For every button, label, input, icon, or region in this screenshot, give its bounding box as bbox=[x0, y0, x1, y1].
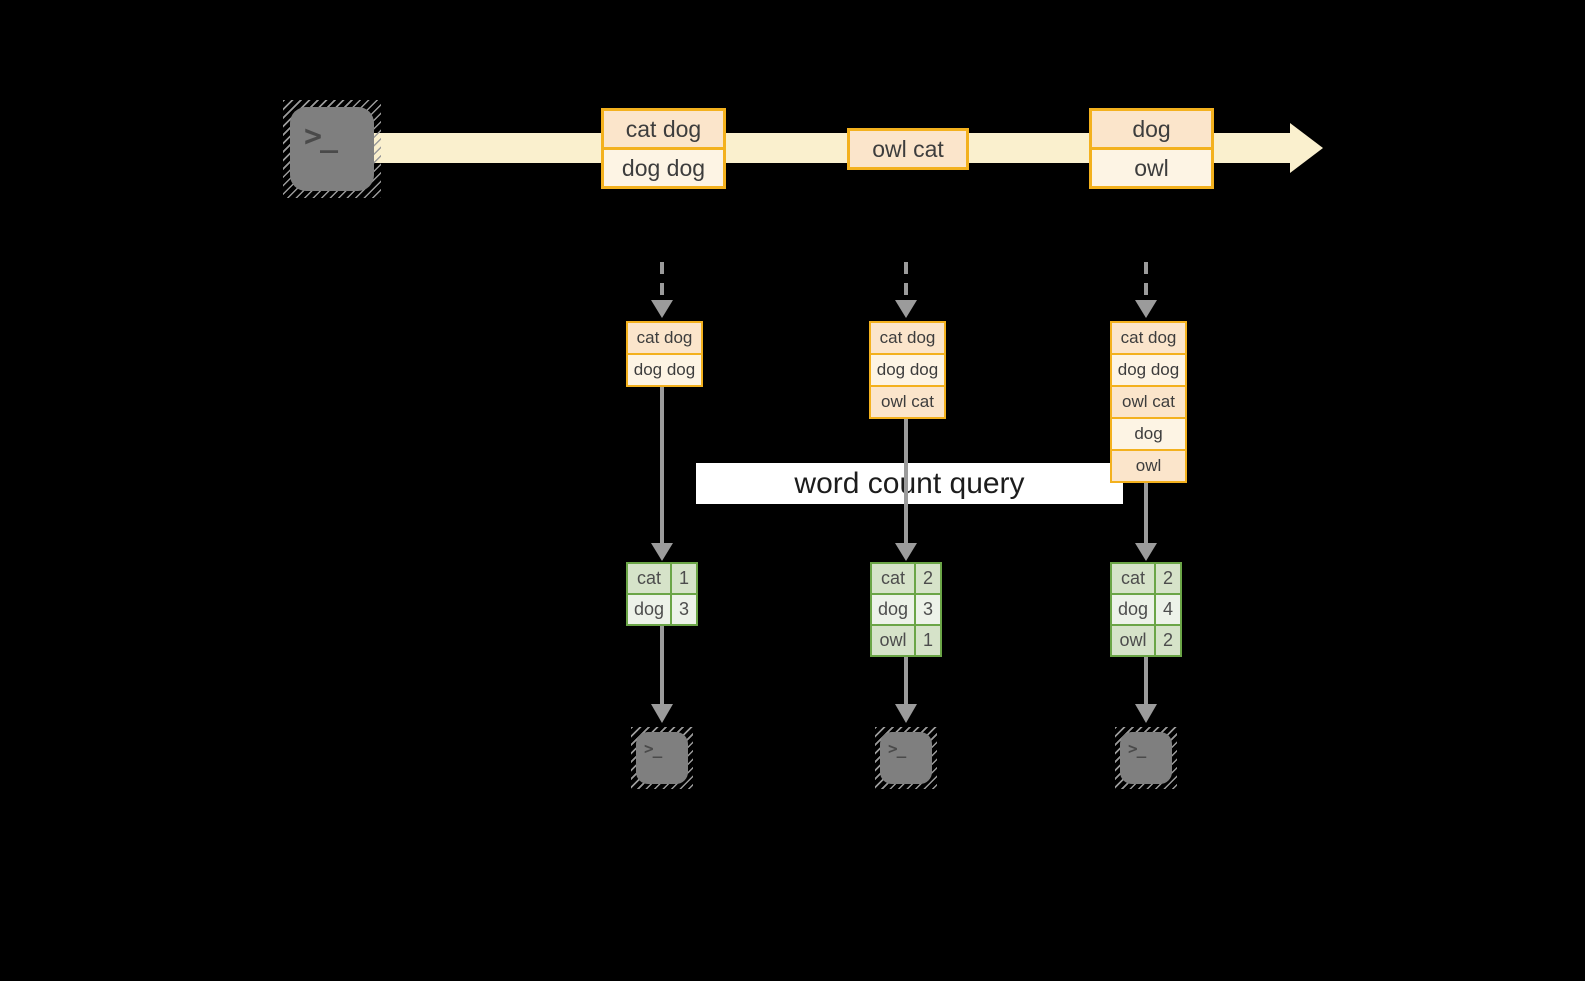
terminal-prompt-glyph: >_ bbox=[888, 739, 906, 758]
dashed-arrow-head-2 bbox=[895, 300, 917, 318]
terminal-icon: >_ bbox=[1120, 732, 1172, 784]
terminal-icon: >_ bbox=[290, 107, 374, 191]
count-word-cell: owl bbox=[872, 626, 914, 655]
sink-terminal-icon-1: >_ bbox=[631, 727, 693, 789]
count-word-cell: dog bbox=[1112, 595, 1154, 624]
event-buffer-stack-2: cat dog dog dog owl cat bbox=[869, 321, 946, 419]
source-terminal-icon: >_ bbox=[283, 100, 381, 198]
count-row: dog 3 bbox=[872, 593, 940, 624]
stream-event-row: dog dog bbox=[604, 147, 723, 186]
buffer-row: owl bbox=[1112, 449, 1185, 481]
count-row: cat 1 bbox=[628, 564, 696, 593]
terminal-prompt-glyph: >_ bbox=[1128, 739, 1146, 758]
count-value-cell: 1 bbox=[914, 626, 940, 655]
event-buffer-stack-3: cat dog dog dog owl cat dog owl bbox=[1110, 321, 1187, 483]
count-word-cell: cat bbox=[628, 564, 670, 593]
word-count-table-3: cat 2 dog 4 owl 2 bbox=[1110, 562, 1182, 657]
count-to-sink-head-2 bbox=[895, 704, 917, 723]
query-label: word count query bbox=[696, 463, 1123, 504]
buffer-row: dog dog bbox=[1112, 353, 1185, 385]
buffer-row: cat dog bbox=[871, 323, 944, 353]
count-row: dog 4 bbox=[1112, 593, 1180, 624]
count-word-cell: dog bbox=[628, 595, 670, 624]
terminal-icon: >_ bbox=[880, 732, 932, 784]
stream-event-box-2: owl cat bbox=[847, 128, 969, 170]
event-buffer-stack-1: cat dog dog dog bbox=[626, 321, 703, 387]
count-value-cell: 4 bbox=[1154, 595, 1180, 624]
buffer-row: dog dog bbox=[871, 353, 944, 385]
count-row: cat 2 bbox=[1112, 564, 1180, 593]
count-value-cell: 2 bbox=[1154, 564, 1180, 593]
count-value-cell: 3 bbox=[914, 595, 940, 624]
count-row: owl 2 bbox=[1112, 624, 1180, 655]
terminal-prompt-glyph: >_ bbox=[644, 739, 662, 758]
sink-terminal-icon-2: >_ bbox=[875, 727, 937, 789]
sink-terminal-icon-3: >_ bbox=[1115, 727, 1177, 789]
terminal-icon: >_ bbox=[636, 732, 688, 784]
count-row: dog 3 bbox=[628, 593, 696, 624]
buffer-to-count-head-1 bbox=[651, 543, 673, 561]
count-word-cell: cat bbox=[872, 564, 914, 593]
dashed-arrow-head-1 bbox=[651, 300, 673, 318]
stream-event-row: dog bbox=[1092, 111, 1211, 147]
count-row: cat 2 bbox=[872, 564, 940, 593]
buffer-row: owl cat bbox=[1112, 385, 1185, 417]
stream-arrow-head bbox=[1290, 123, 1323, 173]
stream-event-row: owl cat bbox=[850, 131, 966, 167]
dashed-arrow-head-3 bbox=[1135, 300, 1157, 318]
stream-event-row: owl bbox=[1092, 147, 1211, 186]
count-to-sink-head-3 bbox=[1135, 704, 1157, 723]
buffer-row: dog dog bbox=[628, 353, 701, 385]
word-count-table-1: cat 1 dog 3 bbox=[626, 562, 698, 626]
count-value-cell: 2 bbox=[914, 564, 940, 593]
count-word-cell: cat bbox=[1112, 564, 1154, 593]
count-value-cell: 1 bbox=[670, 564, 696, 593]
buffer-row: owl cat bbox=[871, 385, 944, 417]
terminal-prompt-glyph: >_ bbox=[304, 119, 338, 154]
buffer-row: cat dog bbox=[1112, 323, 1185, 353]
count-to-sink-head-1 bbox=[651, 704, 673, 723]
buffer-to-count-head-3 bbox=[1135, 543, 1157, 561]
stream-event-box-1: cat dog dog dog bbox=[601, 108, 726, 189]
count-word-cell: dog bbox=[872, 595, 914, 624]
buffer-row: cat dog bbox=[628, 323, 701, 353]
count-value-cell: 3 bbox=[670, 595, 696, 624]
count-row: owl 1 bbox=[872, 624, 940, 655]
count-word-cell: owl bbox=[1112, 626, 1154, 655]
stream-event-row: cat dog bbox=[604, 111, 723, 147]
buffer-to-count-head-2 bbox=[895, 543, 917, 561]
count-value-cell: 2 bbox=[1154, 626, 1180, 655]
buffer-row: dog bbox=[1112, 417, 1185, 449]
stream-event-box-3: dog owl bbox=[1089, 108, 1214, 189]
word-count-table-2: cat 2 dog 3 owl 1 bbox=[870, 562, 942, 657]
